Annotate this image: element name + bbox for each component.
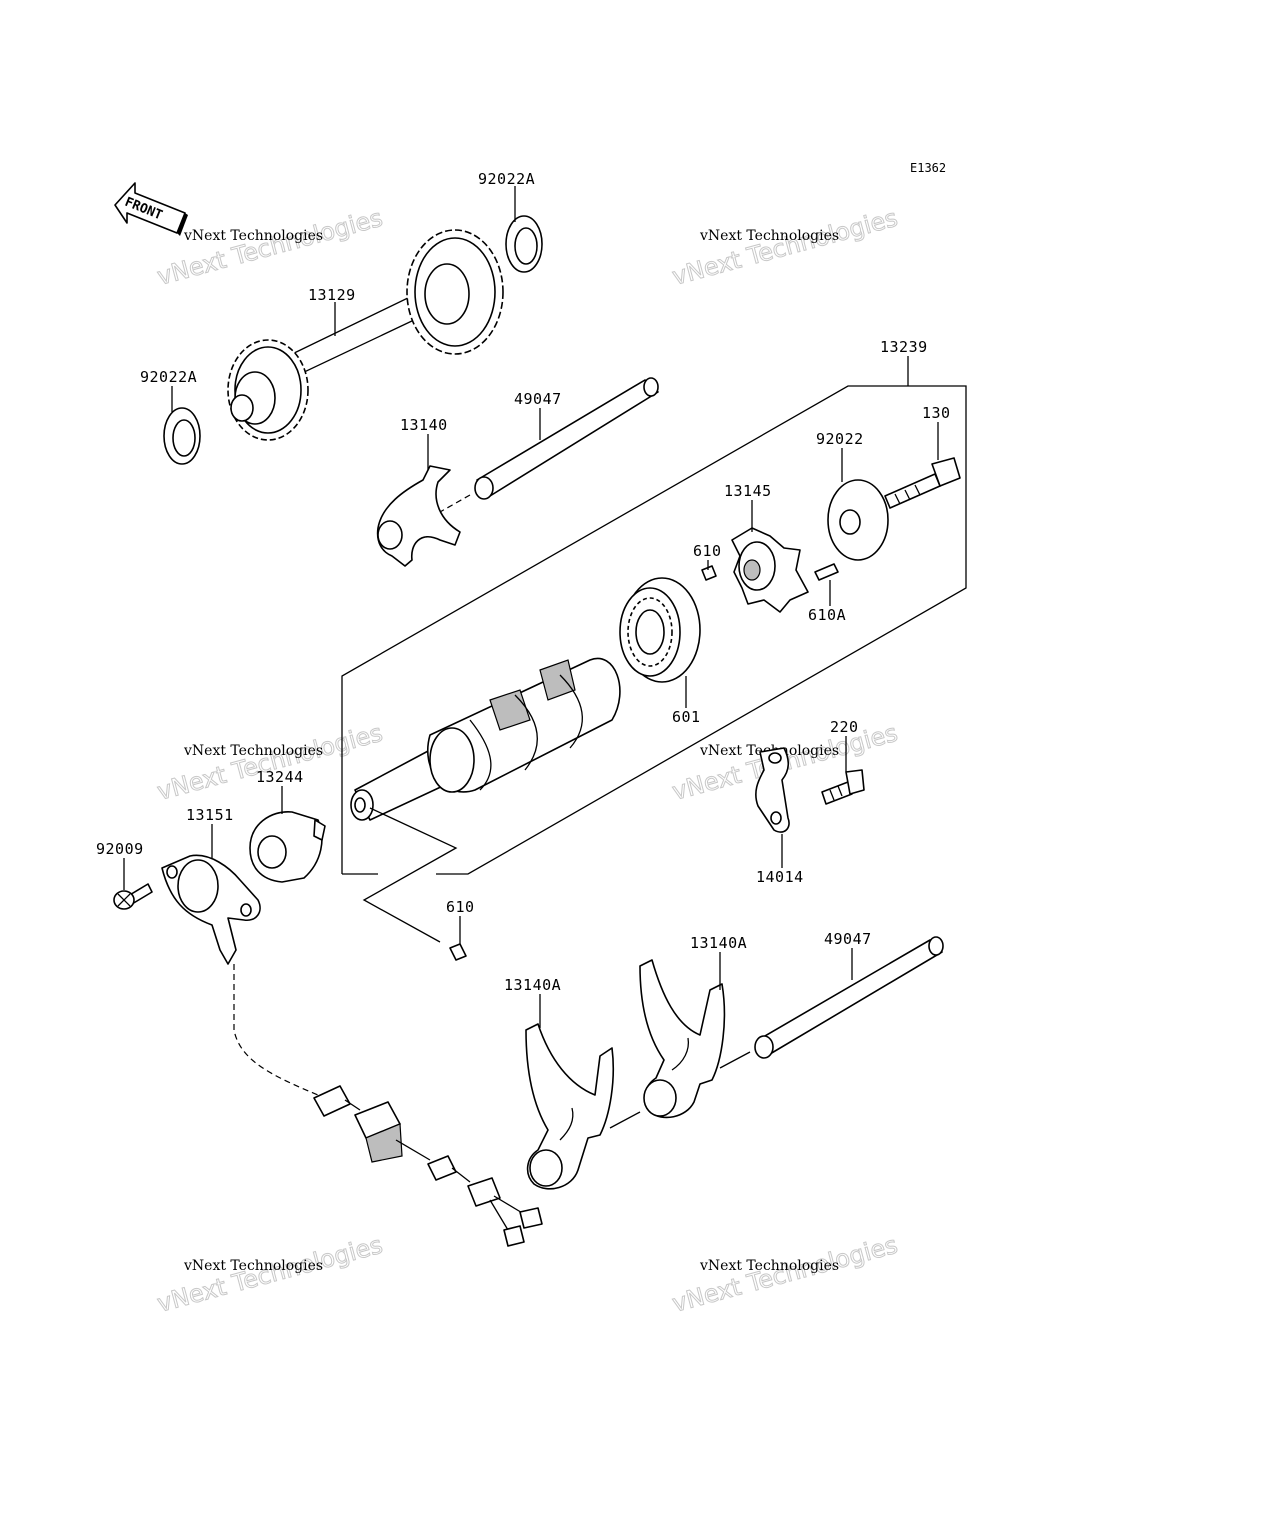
svg-text:vNext Technologies: vNext Technologies: [154, 719, 385, 806]
label-49047-top: 49047: [514, 390, 562, 408]
pin-610A: [814, 563, 839, 581]
label-92022A-left: 92022A: [140, 368, 197, 386]
shift-shaft-13129: [227, 229, 504, 441]
svg-text:vNext Technologies: vNext Technologies: [699, 228, 839, 244]
bolt-130: [884, 457, 961, 509]
screw-92009: [113, 883, 153, 910]
label-610-bottom: 610: [446, 898, 475, 916]
gear-small: [227, 339, 309, 441]
label-130: 130: [922, 404, 951, 422]
label-13140A-left: 13140A: [504, 976, 561, 994]
watermark-top-right: vNext Technologies vNext Technologies: [669, 203, 901, 291]
washer-92022A-left: [163, 407, 201, 465]
label-13140A-right: 13140A: [690, 934, 747, 952]
svg-text:vNext Technologies: vNext Technologies: [699, 1258, 839, 1274]
svg-text:vNext Technologies: vNext Technologies: [154, 204, 385, 291]
shift-fork-13140A-right: [639, 959, 726, 1119]
label-601: 601: [672, 708, 701, 726]
shift-drum-cam-13145: [731, 527, 809, 613]
label-610A: 610A: [808, 606, 846, 624]
shift-fork-13140A-left: [525, 1023, 615, 1190]
leader-drum-to-pin: [362, 807, 458, 943]
shift-drum: [350, 657, 621, 821]
sensor-13244: [249, 811, 326, 883]
label-92022A-top: 92022A: [478, 170, 535, 188]
rod-49047-bottom: [719, 936, 944, 1069]
label-92022: 92022: [816, 430, 864, 448]
label-92009: 92009: [96, 840, 144, 858]
pin-610-bottom: [449, 943, 467, 961]
lever-14014: [755, 747, 790, 833]
bolt-220: [821, 769, 865, 805]
pin-610-top: [701, 565, 717, 581]
front-arrow-icon: FRONT: [114, 182, 188, 236]
label-13140: 13140: [400, 416, 448, 434]
label-13244: 13244: [256, 768, 304, 786]
wire-harness: [233, 964, 543, 1247]
assembly-box-13239: [341, 385, 967, 875]
rod-49047-top: [439, 377, 659, 513]
washer-92022: [827, 479, 889, 561]
svg-text:vNext Technologies: vNext Technologies: [183, 1258, 323, 1274]
watermark-top-left: vNext Technologies vNext Technologies: [154, 203, 386, 291]
label-49047-bottom: 49047: [824, 930, 872, 948]
watermark-mid-left: vNext Technologies vNext Technologies: [154, 718, 386, 806]
watermark-bottom-left: vNext Technologies vNext Technologies: [154, 1230, 386, 1318]
svg-text:vNext Technologies: vNext Technologies: [669, 204, 900, 291]
watermark-bottom-right: vNext Technologies vNext Technologies: [669, 1230, 901, 1318]
label-14014: 14014: [756, 868, 804, 886]
gear-large: [406, 229, 504, 355]
label-13129: 13129: [308, 286, 356, 304]
svg-text:vNext Technologies: vNext Technologies: [669, 1231, 900, 1318]
svg-text:vNext Technologies: vNext Technologies: [154, 1231, 385, 1318]
diagram-code: E1362: [910, 161, 946, 175]
label-13151: 13151: [186, 806, 234, 824]
label-220: 220: [830, 718, 859, 736]
shift-fork-13140: [376, 465, 461, 567]
leader-fork-to-fork: [609, 1111, 641, 1129]
label-610-top: 610: [693, 542, 722, 560]
svg-text:vNext Technologies: vNext Technologies: [183, 228, 323, 244]
label-13239: 13239: [880, 338, 928, 356]
svg-text:vNext Technologies: vNext Technologies: [183, 743, 323, 759]
bearing-601: [619, 577, 701, 683]
label-13145: 13145: [724, 482, 772, 500]
neutral-switch-13151: [161, 854, 261, 965]
washer-92022A-top: [505, 215, 543, 273]
